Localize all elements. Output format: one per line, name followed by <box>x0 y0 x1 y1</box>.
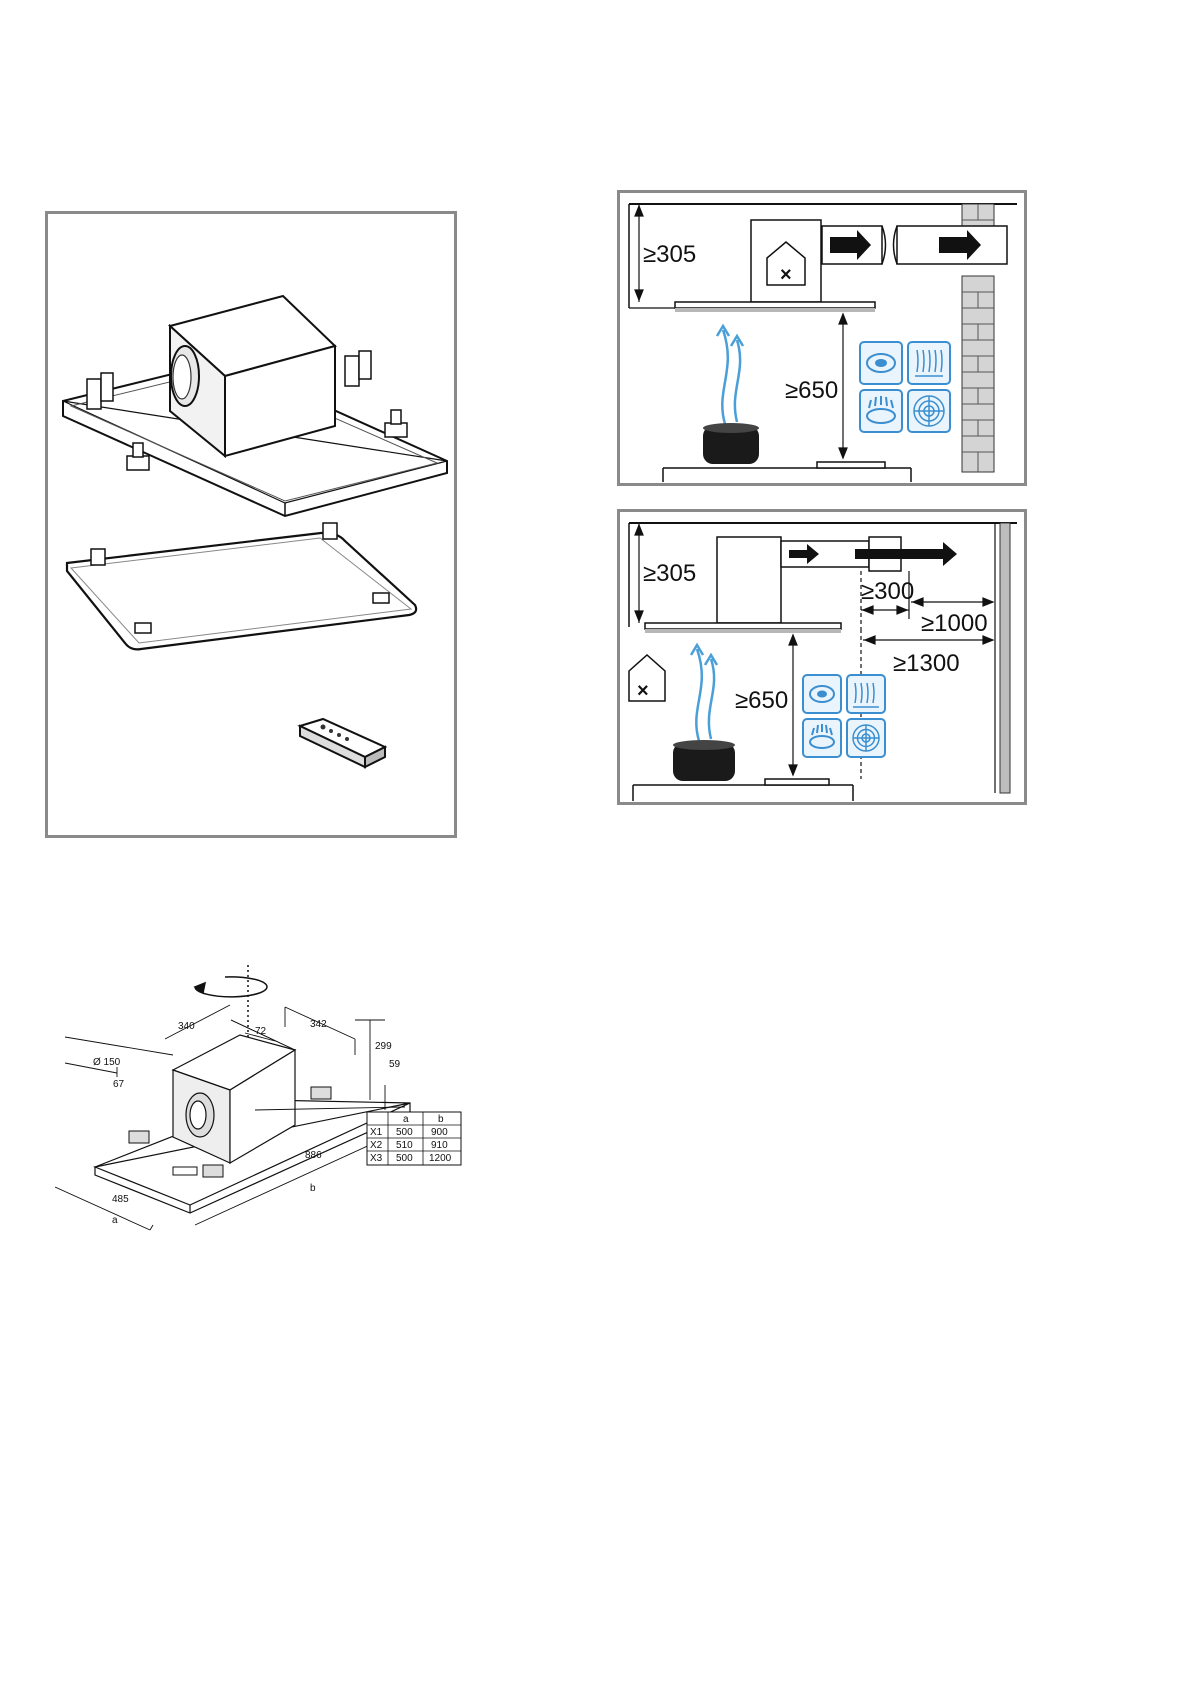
dim-305-label: ≥305 <box>643 560 696 587</box>
duct-diameter-label: Ø 150 <box>93 1057 121 1068</box>
dim-342-label: 342 <box>310 1019 327 1030</box>
table-cell: 500 <box>396 1127 413 1138</box>
dim-650-label: ≥650 <box>735 687 788 714</box>
svg-text:×: × <box>637 680 649 702</box>
dim-b-label: b <box>310 1183 316 1194</box>
cooking-pot <box>703 423 759 464</box>
dim-886-label: 886 <box>305 1150 322 1161</box>
installation-side-clearance-drawing: × ≥305 ≥300 ≥1000 <box>617 509 1027 805</box>
size-table: a b X1 500 900 X2 510 910 X3 500 1200 <box>367 1112 461 1165</box>
dim-a-label: a <box>112 1215 118 1226</box>
dim-72-label: 72 <box>255 1026 267 1037</box>
dim-340-label: 340 <box>178 1021 195 1032</box>
dim-299-label: 299 <box>375 1041 392 1052</box>
dim-485-label: 485 <box>112 1194 129 1205</box>
dim-300-label: ≥300 <box>861 578 914 605</box>
dim-1000-label: ≥1000 <box>921 610 988 637</box>
table-cell: X3 <box>370 1153 383 1164</box>
table-cell: X2 <box>370 1140 383 1151</box>
table-cell: 900 <box>431 1127 448 1138</box>
fan-grille-icon <box>853 725 879 751</box>
installation-view-side-clearance: × ≥305 ≥300 ≥1000 <box>617 509 1027 805</box>
dim-67-label: 67 <box>113 1079 125 1090</box>
dim-305-label: ≥305 <box>643 241 696 268</box>
dim-59-label: 59 <box>389 1059 401 1070</box>
dim-650-label: ≥650 <box>785 377 838 404</box>
table-header: b <box>438 1114 444 1125</box>
fan-grille-icon <box>914 396 944 426</box>
dimension-drawing-svg: 342 340 72 299 59 Ø 150 67 886 485 a b a… <box>55 955 465 1255</box>
table-cell: 510 <box>396 1140 413 1151</box>
parts-overview-figure <box>45 211 457 838</box>
parts-overview-drawing <box>45 211 457 838</box>
table-header: a <box>403 1114 409 1125</box>
dimension-drawing: 342 340 72 299 59 Ø 150 67 886 485 a b a… <box>55 955 465 1255</box>
installation-wall-duct-drawing: × ≥305 ≥650 <box>617 190 1027 486</box>
table-cell: X1 <box>370 1127 383 1138</box>
table-cell: 910 <box>431 1140 448 1151</box>
table-cell: 500 <box>396 1153 413 1164</box>
table-cell: 1200 <box>429 1153 452 1164</box>
dim-1300-label: ≥1300 <box>893 650 960 677</box>
svg-text:×: × <box>780 264 792 286</box>
installation-view-wall-duct: × ≥305 ≥650 <box>617 190 1027 486</box>
cooking-pot <box>673 740 735 781</box>
